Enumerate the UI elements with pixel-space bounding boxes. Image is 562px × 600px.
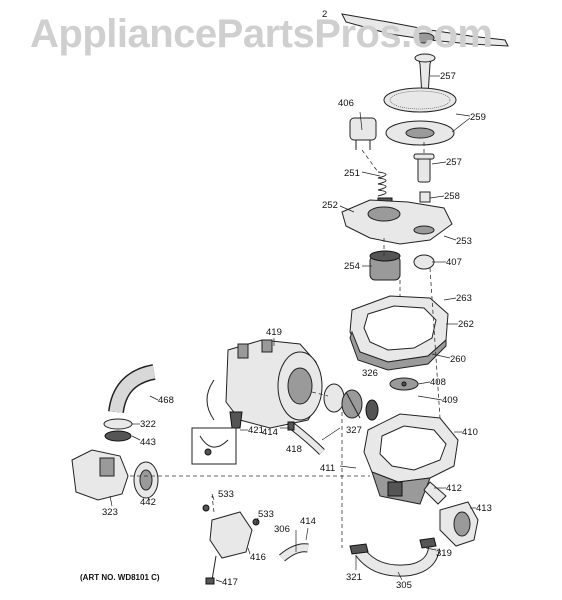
part-326-327-impeller <box>323 383 379 421</box>
callout-258: 258 <box>444 191 460 202</box>
callout-533-left: 533 <box>218 489 234 500</box>
part-323-drain-pump <box>71 449 129 501</box>
part-442-bellows <box>133 461 159 499</box>
callout-417: 417 <box>222 577 238 588</box>
callout-413: 413 <box>476 503 492 514</box>
part-spray-nozzle-upper <box>414 53 436 97</box>
callout-251: 251 <box>344 168 360 179</box>
callout-468: 468 <box>158 395 174 406</box>
callout-409: 409 <box>442 395 458 406</box>
callout-410: 410 <box>462 427 478 438</box>
part-306-hose <box>279 543 309 562</box>
part-305-hose <box>349 537 440 577</box>
part-408-disc <box>389 377 419 391</box>
callout-416: 416 <box>250 552 266 563</box>
part-322-443-rings <box>103 418 133 442</box>
part-416-bracket <box>202 504 260 585</box>
callout-418: 418 <box>286 444 302 455</box>
callout-322: 322 <box>140 419 156 430</box>
part-407-cap <box>413 254 435 270</box>
callout-533-right: 533 <box>258 509 274 520</box>
callout-2: 2 <box>322 9 328 20</box>
callout-257-upper: 257 <box>440 71 456 82</box>
callout-323: 323 <box>102 507 118 518</box>
callout-259: 259 <box>470 112 486 123</box>
callout-262: 262 <box>458 319 474 330</box>
inset-detail-box <box>191 379 237 465</box>
part-254-filter <box>369 250 401 281</box>
part-406-housing <box>349 117 377 150</box>
callout-327: 327 <box>346 425 362 436</box>
callout-412: 412 <box>446 483 462 494</box>
callout-321: 321 <box>346 572 362 583</box>
callout-319: 319 <box>436 548 452 559</box>
part-251-spring <box>377 171 393 205</box>
callout-257-lower: 257 <box>446 157 462 168</box>
part-418-hose <box>287 421 325 455</box>
callout-260: 260 <box>450 354 466 365</box>
callout-406: 406 <box>338 98 354 109</box>
part-spray-nozzle-lower <box>413 153 435 183</box>
part-412-413-valve <box>423 481 479 547</box>
callout-442: 442 <box>140 497 156 508</box>
part-421-clip <box>229 411 243 429</box>
callout-443: 443 <box>140 437 156 448</box>
callout-414-upper: 414 <box>262 427 278 438</box>
callout-254: 254 <box>344 261 360 272</box>
callout-407: 407 <box>446 257 462 268</box>
callout-263: 263 <box>456 293 472 304</box>
watermark-text: AppliancePartsPros.com <box>30 12 493 56</box>
callout-419: 419 <box>266 327 282 338</box>
part-419-motor <box>225 339 323 429</box>
callout-253: 253 <box>456 236 472 247</box>
callout-421: 421 <box>248 425 264 436</box>
callout-306: 306 <box>274 524 290 535</box>
callout-411: 411 <box>320 463 336 474</box>
part-262-ring <box>349 295 449 371</box>
part-468-hose <box>108 364 156 414</box>
callout-408: 408 <box>430 377 446 388</box>
part-258-clip <box>419 191 431 203</box>
part-252-manifold-plate <box>341 199 453 245</box>
part-spray-arm <box>341 13 509 47</box>
callout-leaders <box>109 75 476 583</box>
callout-252: 252 <box>322 200 338 211</box>
part-410-sump <box>363 413 459 505</box>
part-filter-screen <box>383 87 457 146</box>
callout-414-lower: 414 <box>300 516 316 527</box>
art-number: (ART NO. WD8101 C) <box>80 573 160 582</box>
callout-305: 305 <box>396 580 412 591</box>
dashed-guides <box>130 142 441 548</box>
callout-326: 326 <box>362 368 378 379</box>
